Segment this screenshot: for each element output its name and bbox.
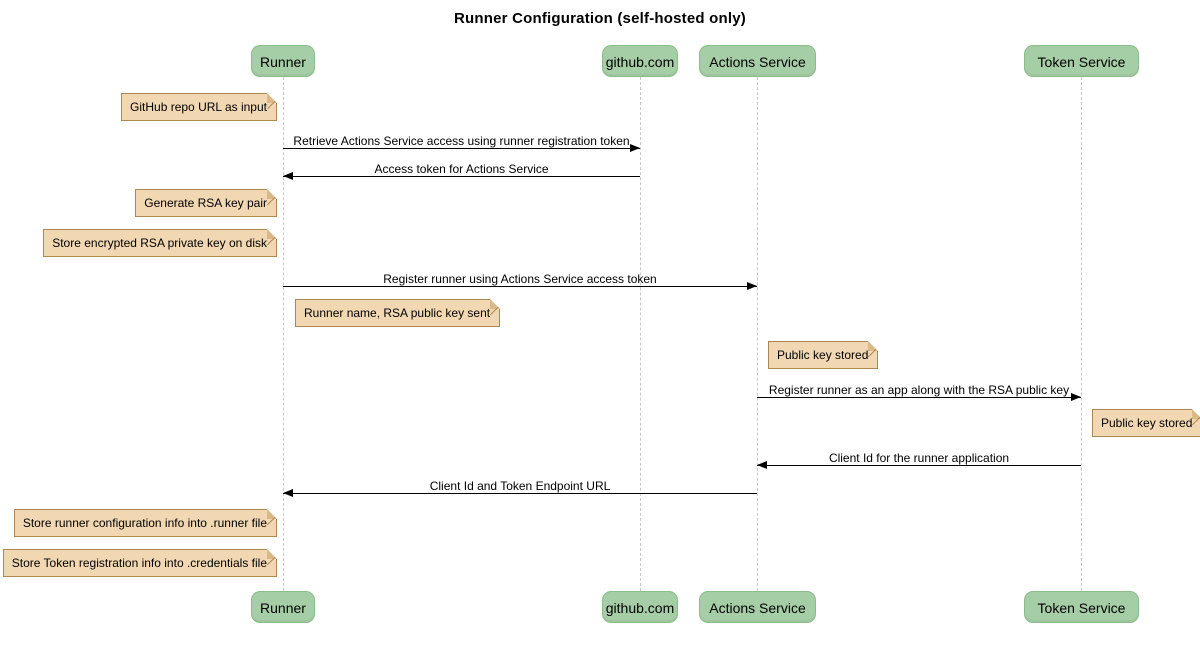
arrowhead-left-icon [283, 172, 293, 180]
message-label: Register runner using Actions Service ac… [383, 272, 657, 286]
message-label: Register runner as an app along with the… [768, 383, 1070, 397]
lifeline-github-com [640, 77, 641, 591]
actor-runner-bottom: Runner [251, 591, 315, 623]
actor-github-com-top: github.com [602, 45, 678, 77]
note-store-credentials-file: Store Token registration info into .cred… [2, 549, 278, 577]
actor-token-service-bottom: Token Service [1024, 591, 1139, 623]
actor-github-com-bottom: github.com [602, 591, 678, 623]
arrowhead-left-icon [283, 489, 293, 497]
message-label: Retrieve Actions Service access using ru… [293, 134, 630, 148]
message-client-id-endpoint: Client Id and Token Endpoint URL [283, 479, 757, 497]
actor-actions-service-bottom: Actions Service [699, 591, 816, 623]
actor-actions-service-top: Actions Service [699, 45, 816, 77]
actor-runner-top: Runner [251, 45, 315, 77]
note-store-private-key: Store encrypted RSA private key on disk [43, 229, 277, 257]
note-public-key-stored-token: Public key stored [1092, 409, 1200, 437]
arrowhead-left-icon [757, 461, 767, 469]
message-line [757, 461, 1081, 469]
diagram-title: Runner Configuration (self-hosted only) [454, 10, 746, 27]
lifeline-runner [283, 77, 284, 591]
note-store-runner-file: Store runner configuration info into .ru… [13, 509, 278, 537]
message-retrieve-actions-access: Retrieve Actions Service access using ru… [283, 134, 640, 152]
message-register-runner: Register runner using Actions Service ac… [283, 272, 757, 290]
message-label: Access token for Actions Service [374, 162, 549, 176]
lifeline-token-service [1081, 77, 1082, 591]
note-github-repo-url: GitHub repo URL as input [121, 93, 277, 121]
message-line [757, 393, 1081, 401]
message-line [283, 282, 757, 290]
message-line [283, 144, 640, 152]
message-line [283, 489, 757, 497]
arrowhead-right-icon [747, 282, 757, 290]
actor-token-service-top: Token Service [1024, 45, 1139, 77]
message-register-runner-app: Register runner as an app along with the… [757, 383, 1081, 401]
note-public-key-stored-actions: Public key stored [768, 341, 879, 369]
note-generate-rsa-key: Generate RSA key pair [135, 189, 277, 217]
arrowhead-right-icon [630, 144, 640, 152]
message-client-id-runner-app: Client Id for the runner application [757, 451, 1081, 469]
message-label: Client Id for the runner application [828, 451, 1010, 465]
lifeline-actions-service [757, 77, 758, 591]
note-runner-name-sent: Runner name, RSA public key sent [295, 299, 501, 327]
message-label: Client Id and Token Endpoint URL [429, 479, 611, 493]
arrowhead-right-icon [1071, 393, 1081, 401]
message-access-token: Access token for Actions Service [283, 162, 640, 180]
message-line [283, 172, 640, 180]
